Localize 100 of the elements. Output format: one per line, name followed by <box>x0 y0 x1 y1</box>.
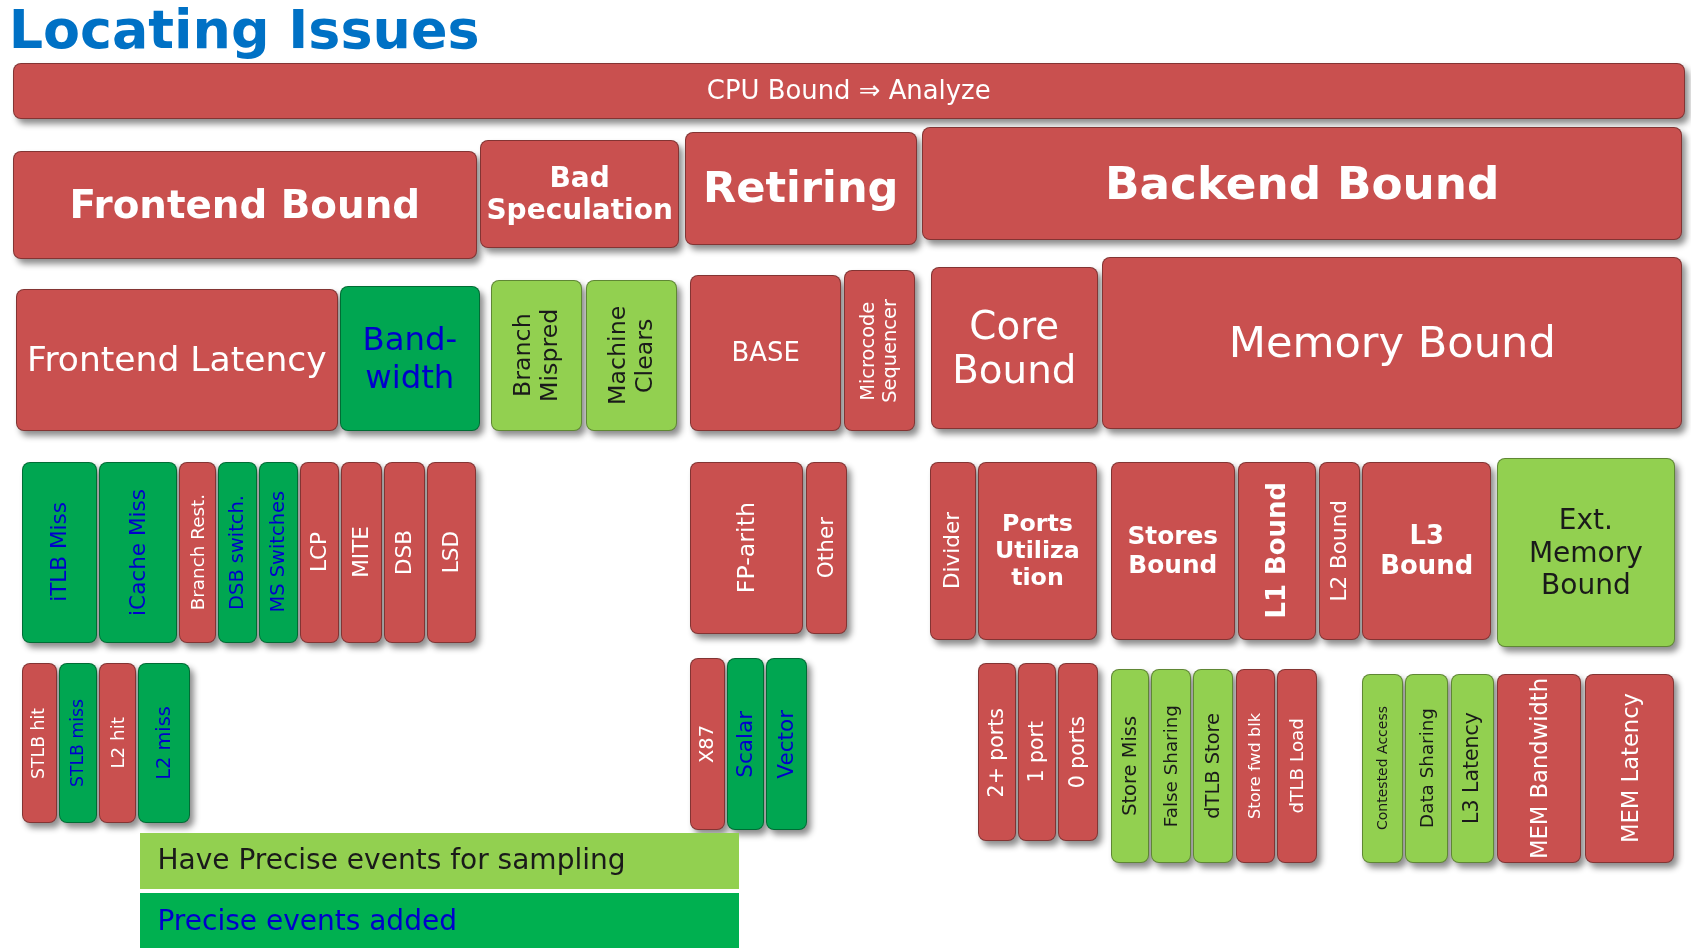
category-box <box>690 657 725 831</box>
category-box <box>929 461 976 640</box>
category-box <box>844 269 915 432</box>
category-box <box>585 280 678 432</box>
category-box <box>922 127 1683 241</box>
category-box <box>12 150 477 259</box>
category-box <box>805 461 847 635</box>
box-label: Microcode Sequencer <box>857 297 902 405</box>
legend-text: Have Precise events for sampling <box>157 843 626 877</box>
box-label: Branch Mispred <box>509 308 564 405</box>
box-label: iTLB Miss <box>46 502 72 603</box>
category-box <box>1192 668 1233 863</box>
category-box <box>1496 674 1581 863</box>
category-box <box>1496 458 1675 648</box>
category-box <box>1362 461 1492 640</box>
box-label: Divider <box>940 511 966 590</box>
box-label: 1 port <box>1025 721 1049 783</box>
category-box <box>16 289 338 432</box>
box-label: LSD <box>438 531 464 574</box>
box-label: MS Switches <box>267 491 290 613</box>
box-label: Ports Utilization <box>994 509 1081 592</box>
box-label: Frontend Latency <box>27 340 327 381</box>
box-label: Frontend Bound <box>69 182 421 228</box>
category-box <box>978 461 1097 640</box>
category-box <box>99 461 177 643</box>
category-box <box>1318 461 1360 640</box>
box-label: LCP <box>306 532 332 573</box>
box-label: dTLB Load <box>1286 717 1308 814</box>
box-label: 0 ports <box>1066 716 1090 789</box>
category-box <box>726 657 764 831</box>
box-label: Core Bound <box>951 303 1078 393</box>
category-box <box>1057 663 1098 842</box>
category-box <box>258 461 298 643</box>
category-box <box>1110 461 1235 640</box>
category-box <box>690 275 842 432</box>
box-label: CPU Bound ⇒ Analyze <box>706 75 991 106</box>
category-box <box>339 285 480 432</box>
category-box <box>1276 668 1317 863</box>
legend-text: Precise events added <box>157 903 457 937</box>
box-label: Machine Clears <box>604 305 659 408</box>
box-label: Other <box>813 517 839 579</box>
category-box <box>765 657 807 831</box>
box-label: Retiring <box>703 163 899 213</box>
box-label: X87 <box>696 725 719 764</box>
box-label: DSB switch. <box>226 494 249 610</box>
box-label: MITE <box>348 526 374 578</box>
box-label: MEM Bandwidth <box>1525 677 1552 859</box>
category-box <box>490 280 583 432</box>
category-box <box>1110 668 1149 863</box>
category-box <box>179 461 216 643</box>
category-box <box>99 663 136 823</box>
box-label: STLB hit <box>29 707 50 779</box>
title: Locating Issues <box>8 0 480 60</box>
category-box <box>1238 461 1316 640</box>
category-box <box>1405 674 1449 863</box>
category-box <box>930 267 1098 430</box>
box-label: Scalar <box>732 710 758 778</box>
category-box <box>21 663 58 823</box>
box-label: Contested Access <box>1374 706 1391 831</box>
box-label: L2 miss <box>152 706 176 780</box>
category-box <box>59 663 98 823</box>
category-box <box>978 663 1016 842</box>
box-label: FP-arith <box>733 502 761 594</box>
box-label: Store Miss <box>1118 715 1141 816</box>
box-label: L3 Latency <box>1460 712 1484 825</box>
box-label: BASE <box>731 338 800 369</box>
category-box <box>479 140 680 249</box>
category-box <box>1102 256 1683 430</box>
category-box <box>12 62 1685 119</box>
box-label: False Sharing <box>1160 704 1182 827</box>
box-label: Stores Bound <box>1126 522 1220 580</box>
box-label: dTLB Store <box>1201 712 1224 819</box>
category-box <box>1150 668 1191 863</box>
box-label: 2+ ports <box>985 707 1009 797</box>
category-box <box>1235 668 1275 863</box>
box-label: MEM Latency <box>1616 693 1643 844</box>
category-box <box>684 131 917 245</box>
box-label: Vector <box>773 709 799 779</box>
box-label: iCache Miss <box>125 488 151 616</box>
box-label: Store fwd blk <box>1246 712 1265 819</box>
box-label: L2 hit <box>107 717 129 769</box>
box-label: Memory Bound <box>1228 318 1556 368</box>
category-box <box>217 461 257 643</box>
category-box <box>427 461 476 643</box>
box-label: L2 Bound <box>1327 499 1352 602</box>
box-label: Bad Speculation <box>485 161 674 227</box>
category-box <box>299 461 339 643</box>
box-label: Band-width <box>361 321 459 396</box>
box-label: Branch Rest. <box>186 494 208 611</box>
category-box <box>21 461 98 643</box>
category-box <box>1018 663 1056 842</box>
category-box <box>383 461 425 643</box>
box-label: L3 Bound <box>1379 520 1475 581</box>
category-box <box>690 461 804 635</box>
category-box <box>138 663 190 823</box>
category-box <box>1362 674 1404 863</box>
category-box <box>1450 674 1494 863</box>
category-box <box>340 461 382 643</box>
category-box <box>1585 674 1674 863</box>
box-label: DSB <box>392 529 417 575</box>
